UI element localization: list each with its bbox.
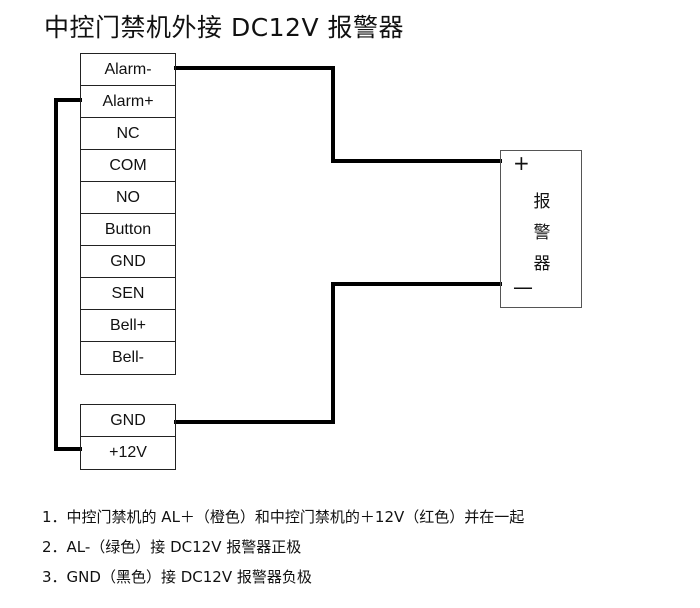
- alarm-minus-terminal: —: [513, 275, 533, 299]
- terminal-alarm-plus: Alarm+: [81, 86, 175, 118]
- note-item: 1．中控门禁机的 AL＋（橙色）和中控门禁机的＋12V（红色）并在一起: [42, 508, 525, 526]
- terminal-bell-minus: Bell-: [111, 349, 144, 366]
- terminal-alarm-minus: Alarm-: [81, 54, 175, 86]
- wire-alarm-plus-to-12v: [54, 98, 82, 451]
- alarm-label-char: 器: [533, 254, 551, 274]
- note-item: 3．GND（黑色）接 DC12V 报警器负极: [42, 568, 312, 586]
- note-item: 2．AL-（绿色）接 DC12V 报警器正极: [42, 538, 302, 556]
- terminal-com: COM: [81, 150, 175, 182]
- diagram-title: 中控门禁机外接 DC12V 报警器: [44, 13, 405, 42]
- wiring-notes: 1．中控门禁机的 AL＋（橙色）和中控门禁机的＋12V（红色）并在一起 2．AL…: [42, 502, 524, 592]
- wire-alarm-minus-to-alarm-plus: [174, 66, 502, 163]
- terminal-block-main: Alarm- Alarm+ NC COM NO Button GND SEN B…: [80, 53, 176, 375]
- terminal-nc: NC: [81, 118, 175, 150]
- terminal-power-12v: +12V: [109, 444, 147, 461]
- terminal-button: Button: [81, 214, 175, 246]
- alarm-label-char: 报: [533, 192, 551, 212]
- alarm-device: + 报 警 器 —: [500, 150, 582, 308]
- alarm-label: 报 警 器: [501, 187, 583, 280]
- terminal-sen: SEN: [81, 278, 175, 310]
- terminal-no: NO: [81, 182, 175, 214]
- terminal-block-power: GND +12V: [80, 404, 176, 470]
- terminal-gnd: GND: [81, 246, 175, 278]
- terminal-power-gnd: GND: [81, 405, 175, 437]
- terminal-bell-plus: Bell+: [81, 310, 175, 342]
- wire-gnd-to-alarm-minus: [174, 282, 502, 424]
- alarm-label-char: 警: [533, 223, 551, 243]
- alarm-plus-terminal: +: [513, 151, 530, 175]
